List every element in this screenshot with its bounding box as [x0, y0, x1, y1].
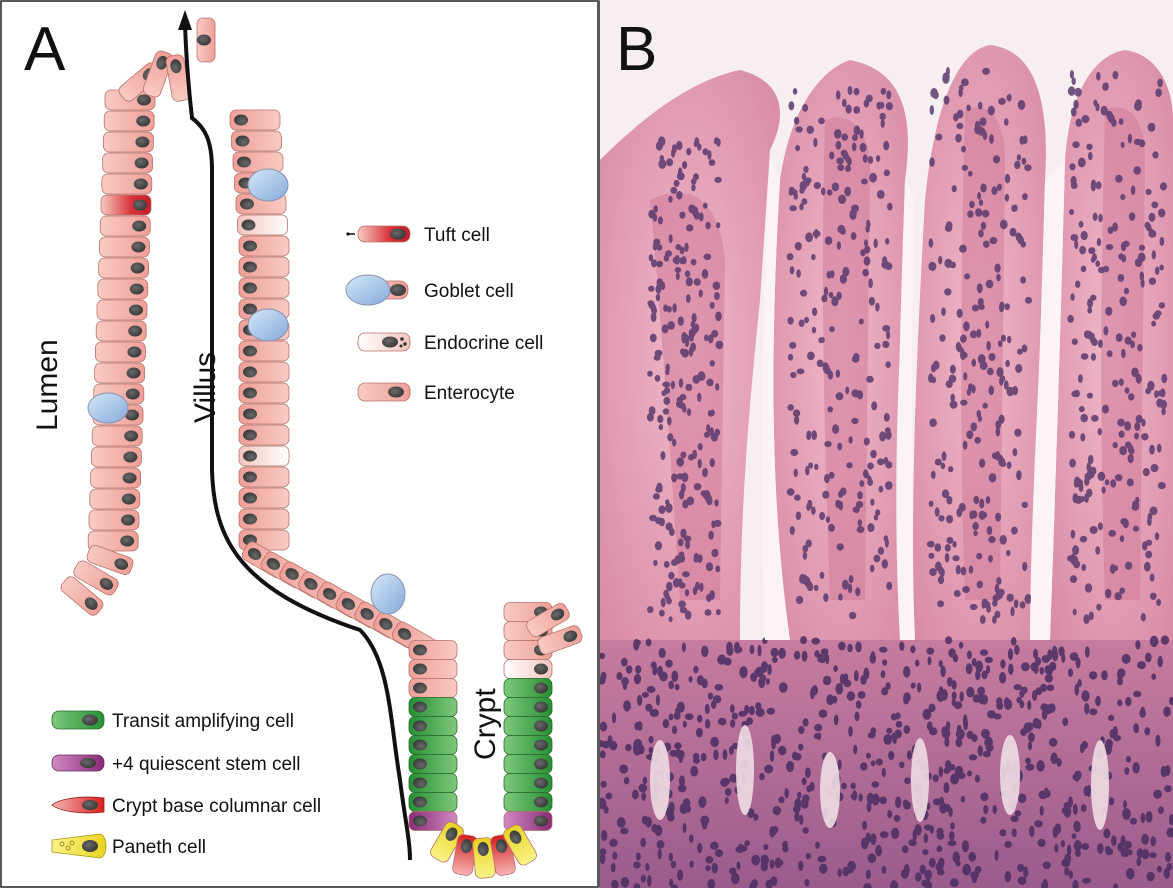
enterocyte-cell: [104, 111, 154, 131]
legend-label-cbc: Crypt base columnar cell: [112, 796, 321, 817]
legend-label-quiescent: +4 quiescent stem cell: [112, 754, 301, 775]
enterocyte-cell: [91, 468, 141, 488]
enterocyte-cell: [239, 236, 289, 256]
legend-label-tuft: Tuft cell: [424, 225, 490, 246]
transit-cell: [504, 679, 552, 698]
legend-label-transit: Transit amplifying cell: [112, 711, 294, 732]
enterocyte-cell: [239, 509, 289, 529]
transit-cell: [504, 736, 552, 755]
enterocyte-cell: [233, 152, 283, 172]
goblet-cell: [248, 169, 288, 201]
villus-label: Villus: [189, 352, 222, 423]
legend-item-enterocyte: Enterocyte: [358, 383, 515, 404]
legend-label-enterocyte: Enterocyte: [424, 383, 515, 404]
enterocyte-cell: [409, 641, 457, 660]
enterocyte-cell: [99, 237, 149, 257]
transit-cell: [409, 698, 457, 717]
legend-label-endocrine: Endocrine cell: [424, 333, 543, 354]
transit-amplifying-cell-icon: [52, 711, 104, 729]
quiescent-stem-cell-icon: [52, 755, 104, 771]
enterocyte-cell: [98, 279, 148, 299]
enterocyte-cell: [239, 467, 289, 487]
enterocyte-cell: [239, 404, 289, 424]
crypt-label: Crypt: [469, 688, 502, 760]
legend-item-transit: Transit amplifying cell: [52, 711, 294, 732]
panel-a-letter: A: [24, 15, 66, 84]
legend-item-paneth: Paneth cell: [52, 834, 206, 858]
enterocyte-cell: [239, 488, 289, 508]
enterocyte-cell: [239, 257, 289, 277]
endocrine-cell: [239, 446, 289, 466]
enterocyte-cell: [99, 258, 149, 278]
enterocyte-cell: [239, 383, 289, 403]
endocrine-cell: [238, 215, 288, 235]
transit-cell: [409, 717, 457, 736]
transit-cell: [504, 717, 552, 736]
enterocyte-cell: [100, 216, 150, 236]
transit-cell: [409, 736, 457, 755]
lumen-label: Lumen: [31, 339, 64, 431]
enterocyte-cell: [103, 132, 153, 152]
legend-item-endocrine: Endocrine cell: [358, 333, 543, 354]
enterocyte-cell: [90, 489, 140, 509]
transit-cell: [504, 793, 552, 812]
enterocyte-cell: [239, 425, 289, 445]
transit-cell: [504, 698, 552, 717]
legend-label-goblet: Goblet cell: [424, 281, 514, 302]
goblet-cell: [248, 309, 288, 341]
legend-label-paneth: Paneth cell: [112, 837, 206, 858]
enterocyte-cell: [409, 660, 457, 679]
enterocyte-cell: [89, 510, 139, 530]
enterocyte-cell: [91, 447, 141, 467]
goblet-cell: [371, 574, 405, 614]
enterocyte-cell: [230, 110, 280, 130]
enterocyte-icon: [358, 383, 410, 401]
enterocyte-cell: [96, 321, 146, 341]
enterocyte-cell: [92, 426, 142, 446]
goblet-cell: [88, 393, 128, 423]
enterocyte-cell: [197, 18, 215, 62]
enterocyte-cell: [95, 363, 145, 383]
endocrine-cell-icon: [358, 333, 410, 351]
enterocyte-cell: [97, 300, 147, 320]
histology-image: [597, 0, 1173, 888]
endocrine-cell: [504, 660, 552, 679]
enterocyte-cell: [95, 342, 145, 362]
enterocyte-cell: [239, 341, 289, 361]
enterocyte-cell: [103, 153, 153, 173]
enterocyte-cell: [102, 174, 152, 194]
enterocyte-cell: [409, 679, 457, 698]
panel-b-letter: B: [616, 15, 657, 84]
enterocyte-cell: [239, 278, 289, 298]
transit-cell: [504, 755, 552, 774]
transit-cell: [409, 774, 457, 793]
transit-cell: [409, 793, 457, 812]
enterocyte-cell: [232, 131, 282, 151]
transit-cell: [504, 774, 552, 793]
tuft-cell: [101, 195, 151, 215]
transit-cell: [409, 755, 457, 774]
enterocyte-cell: [239, 362, 289, 382]
